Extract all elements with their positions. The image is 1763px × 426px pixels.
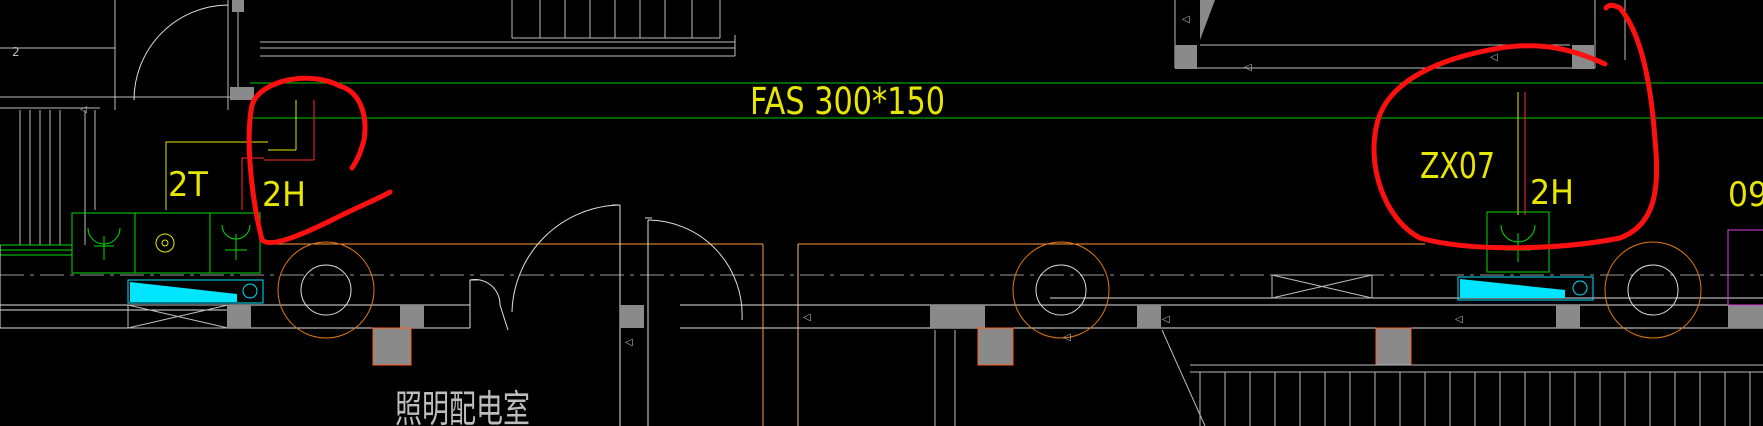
mark-triangle-g: ◁ [1063,332,1071,343]
mark-triangle-b: ◁ [1490,52,1498,63]
mark-triangle-c: ◁ [1244,62,1252,73]
door-column [620,305,644,328]
column-h [1375,327,1412,366]
mark-triangle-e: ◁ [625,337,633,348]
mark-triangle-h: ◁ [1162,314,1170,325]
column-e [930,305,985,328]
annotation-circle-left-tail [337,83,368,171]
cyan-wedge-right [1460,279,1565,298]
cyan-wedge-left [130,282,237,302]
label-zx07: ZX07 [1420,146,1495,187]
annotation-circle-left [246,75,393,246]
column-b [400,305,424,328]
door-swing-top-left [133,4,229,101]
louvre-right [1271,274,1373,299]
fan-icon [155,233,175,253]
small-tag: 2 [12,45,20,59]
conduit-2h [241,157,264,210]
socket-box-c [1486,211,1550,273]
column-i [1556,305,1580,328]
mark-triangle-i: ◁ [1455,314,1463,325]
annotation-circle-right [1371,2,1660,251]
mark-triangle-d: ◁ [80,105,87,115]
cyan-circle-right [1572,280,1588,296]
top-window-block [260,0,736,57]
well-mid [1012,241,1110,339]
mark-triangle-f: ◁ [803,312,811,323]
tray-label: FAS 300*150 [750,80,945,123]
well-right [1604,241,1702,339]
column-a [227,305,251,328]
column-top-small [232,0,244,12]
cyan-circle-left [242,283,258,299]
well-left [277,241,375,339]
socket-icon [221,224,251,260]
column-g [1137,305,1161,328]
column-f [977,327,1014,366]
room-name: 照明配电室 [395,387,530,426]
magenta-box [1727,229,1763,306]
top-right-triangle [1200,0,1215,40]
socket-box-b [209,212,261,274]
label-2t: 2T [168,165,208,205]
column-top-left [230,87,254,100]
lower-walls [934,329,1763,426]
label-2h-right: 2H [1530,173,1574,213]
column-top-right-a [1175,45,1197,69]
column-j [1728,305,1763,328]
socket-icon [87,227,121,260]
top-left-walls [0,0,239,245]
cyan-panel-right [1457,276,1594,301]
column-c [372,327,412,366]
edge-label: 09 [1728,175,1763,215]
cyan-panel-left [127,279,264,304]
left-device-group [0,212,261,274]
mark-triangle-a: ◁ [1182,14,1190,25]
label-2h-left: 2H [262,175,306,215]
conduit-2t [165,141,268,210]
